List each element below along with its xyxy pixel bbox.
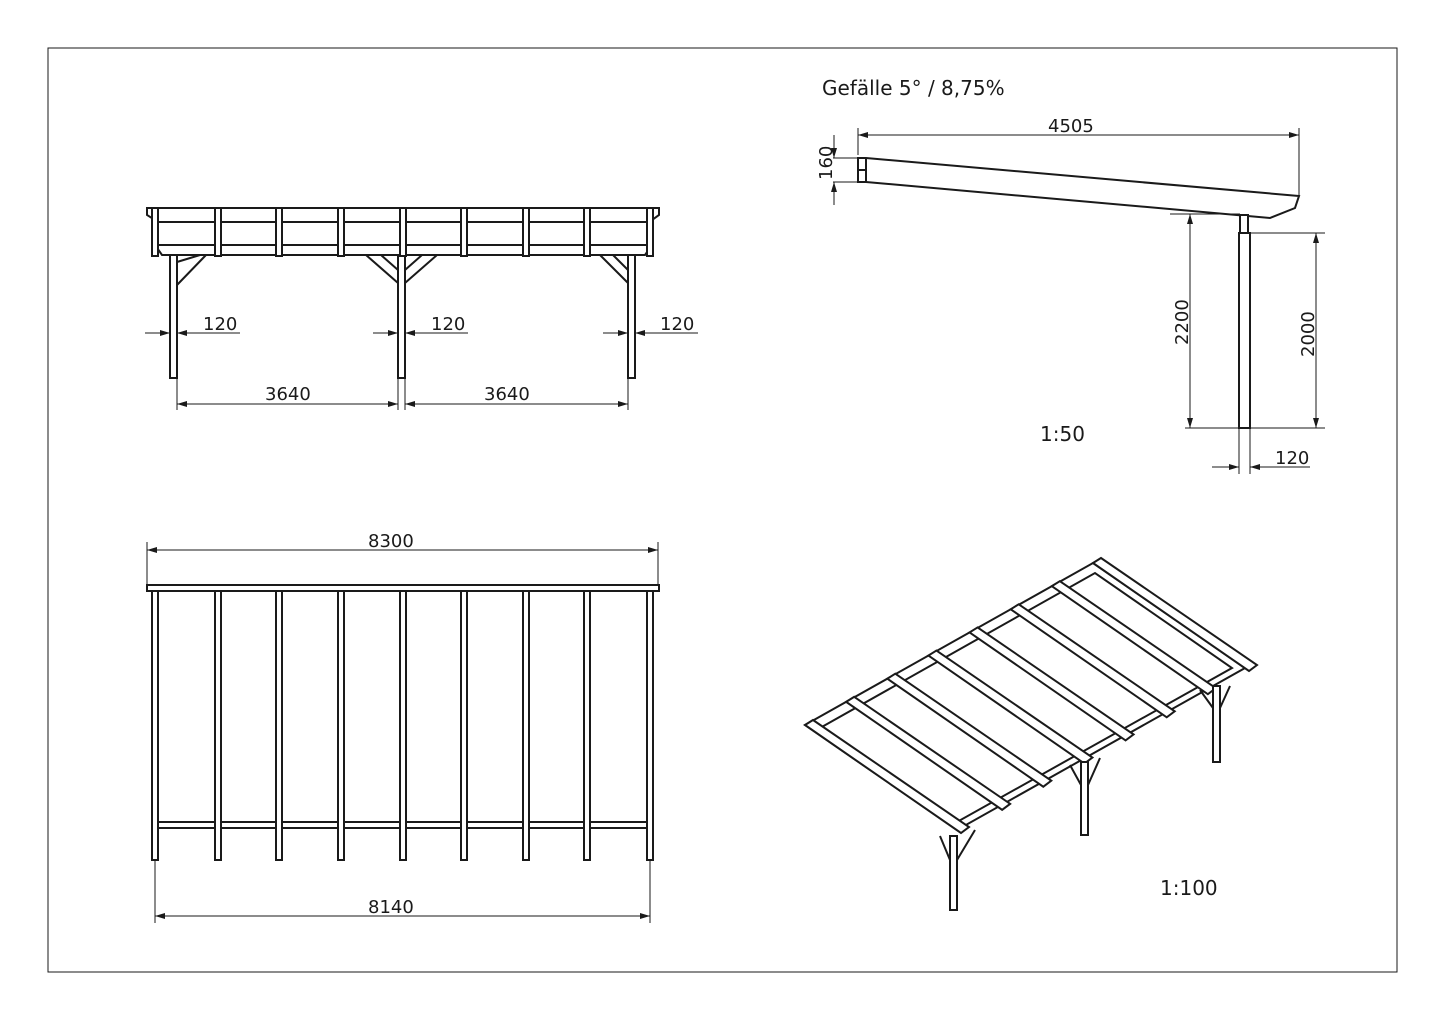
rafter [926,649,1095,765]
slope-label: Gefälle 5° / 8,75% [822,76,1005,100]
dimension-label: 3640 [484,384,530,405]
rafter [275,590,283,861]
rafter [803,718,971,835]
rafter-end [337,207,345,257]
brace [176,254,207,286]
dimension-label: 160 [816,146,837,180]
post [1238,232,1251,429]
rafter [214,590,222,861]
brace [599,254,629,284]
post [169,254,178,379]
dimension-label: 3640 [265,384,311,405]
front-view: 120 120 120 3640 3640 [145,207,698,410]
rafter-end [522,207,530,257]
dimension-label: 2000 [1298,311,1319,357]
dimension-label: 4505 [1048,116,1094,137]
brace [365,254,399,284]
post [397,254,406,379]
rafter [1008,603,1177,719]
scale-label: 1:100 [1160,876,1218,900]
dimension-label: 120 [431,314,465,335]
side-view: Gefälle 5° / 8,75% 4505 160 2200 2000 12… [816,76,1325,474]
rafter-end [151,207,159,257]
post-head [1239,214,1249,234]
brace [1069,757,1101,786]
rafter-end [646,207,654,257]
dimension-label: 120 [203,314,237,335]
brace [939,829,976,861]
rafter [967,626,1136,742]
post [627,254,636,379]
rafter [885,672,1054,788]
post [1080,761,1089,836]
dimension-label: 120 [660,314,694,335]
scale-label: 1:50 [1040,422,1085,446]
rafter [151,590,159,861]
rafter [399,590,407,861]
roof-frame [803,561,1247,832]
dimension-label: 8300 [368,531,414,552]
rafter-side [857,157,1301,220]
brace [404,254,438,284]
post [1212,685,1221,763]
rafter [646,590,654,861]
rafter [460,590,468,861]
rafter [337,590,345,861]
rafter [583,590,591,861]
plan-view: 8300 8140 [146,531,660,923]
rafter-end [399,207,407,257]
rafter-end [460,207,468,257]
brace [1199,685,1231,709]
post [949,835,958,911]
isometric-view: 1:100 [803,556,1259,911]
dimension-label: 2200 [1172,299,1193,345]
rafter-end [583,207,591,257]
rafter-end [275,207,283,257]
rafter [1091,556,1259,673]
rafter [522,590,530,861]
rafter-end [214,207,222,257]
dimension-label: 8140 [368,897,414,918]
rafter [844,695,1012,812]
dimension-label: 120 [1275,448,1309,469]
drawing-frame [47,47,1398,973]
